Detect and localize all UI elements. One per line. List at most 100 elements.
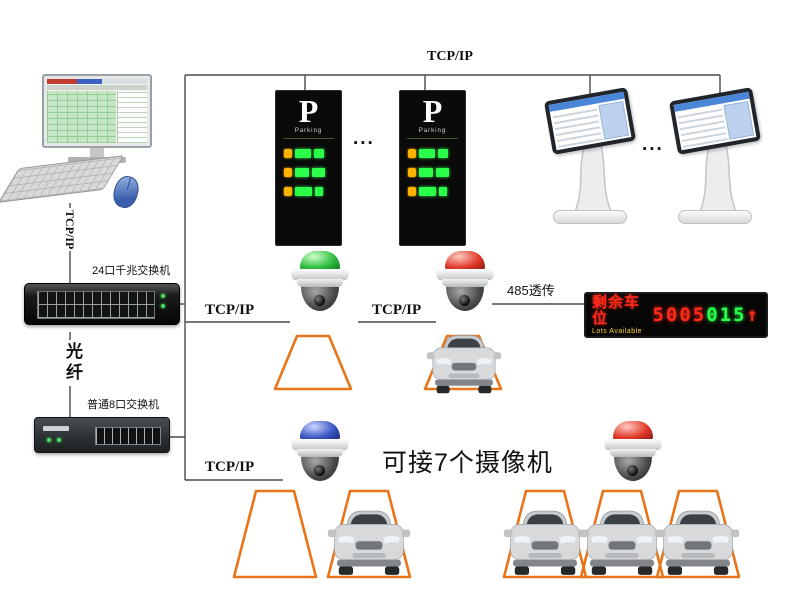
kiosk-screen-content <box>673 91 757 151</box>
dome-camera-red-1 <box>436 251 494 311</box>
car-front-svg <box>327 510 411 575</box>
switch8-brand-strip <box>43 426 69 431</box>
sign-p-letter: P <box>298 93 319 129</box>
sign-separator <box>407 138 458 139</box>
camera-ring <box>297 449 343 457</box>
rs485-label: 485透传 <box>507 283 555 298</box>
kiosk-2 <box>666 87 766 232</box>
led-value: 5005 015 ↑ <box>652 304 760 326</box>
level-icon <box>284 187 292 196</box>
ellipsis-between-signs: ... <box>353 128 375 149</box>
branch1-tcpip-label: TCP/IP <box>205 302 255 318</box>
car-front-svg <box>656 510 740 575</box>
car <box>580 506 664 577</box>
monitor-frame <box>42 74 152 148</box>
ellipsis-between-kiosks: ... <box>642 134 664 155</box>
led-row <box>408 187 457 196</box>
led-row <box>284 187 333 196</box>
sign-led-matrix <box>276 149 341 196</box>
camera-indicator-green <box>300 251 340 271</box>
switch-8port <box>34 417 170 453</box>
level-icon <box>284 149 292 158</box>
status-led <box>161 304 165 308</box>
status-led <box>161 294 165 298</box>
led-digits-green: 015 <box>706 304 747 326</box>
parking-sign-1: P Parking <box>275 90 342 246</box>
car <box>503 506 587 577</box>
fiber-label: 光纤 <box>60 340 85 386</box>
camera-ring <box>605 439 661 449</box>
camera-lens-dome <box>446 287 484 311</box>
pc-link-label: TCP/IP <box>62 208 77 252</box>
camera-ring <box>437 269 493 279</box>
car <box>656 506 740 577</box>
top-bus-label: TCP/IP <box>427 49 473 64</box>
dome-camera-blue <box>291 421 349 481</box>
led-subtitle: Lots Available <box>592 327 643 335</box>
camera-ring <box>292 269 348 279</box>
led-row <box>284 168 333 177</box>
kiosk-panel <box>598 100 630 140</box>
car <box>327 506 411 577</box>
level-icon <box>408 168 416 177</box>
camera-lens-dome <box>614 457 652 481</box>
car-front-svg <box>426 335 502 394</box>
management-pc-monitor <box>42 74 152 163</box>
kiosk-screen-content <box>548 91 632 151</box>
switch-24port-gigabit <box>24 283 180 325</box>
lots-available-display: 剩余车位 Lots Available 5005 015 ↑ <box>584 292 768 338</box>
led-digits-red: 5005 <box>652 304 707 326</box>
monitor-titlebar <box>47 79 147 84</box>
camera-ring <box>610 449 656 457</box>
car <box>426 331 502 395</box>
camera-indicator-red <box>613 421 653 441</box>
camera-lens-dome <box>301 457 339 481</box>
switch8-ports <box>95 427 161 445</box>
switch24-label: 24口千兆交换机 <box>92 265 171 277</box>
monitor-content <box>47 91 147 143</box>
kiosk-text-lines <box>552 105 603 148</box>
camera-ring <box>442 279 488 287</box>
car-front-svg <box>580 510 664 575</box>
camera-indicator-blue <box>300 421 340 441</box>
status-led <box>47 438 51 442</box>
monitor-map-panel <box>47 91 117 143</box>
monitor-toolbar <box>47 85 147 90</box>
branch3-tcpip-label: TCP/IP <box>205 459 255 475</box>
kiosk-base <box>553 210 627 224</box>
kiosk-base <box>678 210 752 224</box>
led-row <box>284 149 333 158</box>
kiosk-panel <box>723 100 755 140</box>
status-led <box>57 438 61 442</box>
led-row <box>408 149 457 158</box>
switch24-ports <box>37 291 155 319</box>
switch8-label: 普通8口交换机 <box>87 399 160 411</box>
camera-indicator-red <box>445 251 485 271</box>
monitor-side-panel <box>117 91 147 143</box>
camera-ring <box>292 439 348 449</box>
kiosk-text-lines <box>677 105 728 148</box>
led-title: 剩余车位 <box>592 293 641 328</box>
parking-space-marking <box>273 334 353 391</box>
monitor-stand <box>90 148 104 157</box>
sign-word: Parking <box>294 128 323 134</box>
sign-word: Parking <box>418 128 447 134</box>
level-icon <box>408 149 416 158</box>
dome-camera-green <box>291 251 349 311</box>
led-row <box>408 168 457 177</box>
car-front-svg <box>503 510 587 575</box>
camera-ring <box>297 279 343 287</box>
sign-separator <box>283 138 334 139</box>
parking-sign-2: P Parking <box>399 90 466 246</box>
level-icon <box>284 168 292 177</box>
sign-led-matrix <box>400 149 465 196</box>
dome-camera-red-2 <box>604 421 662 481</box>
camera-lens-dome <box>301 287 339 311</box>
led-arrow: ↑ <box>746 304 760 326</box>
parking-space-marking <box>232 489 318 579</box>
cameras-note: 可接7个摄像机 <box>382 449 553 477</box>
sign-p-letter: P <box>422 93 443 129</box>
kiosk-1 <box>541 87 641 232</box>
branch2-tcpip-label: TCP/IP <box>372 302 422 318</box>
